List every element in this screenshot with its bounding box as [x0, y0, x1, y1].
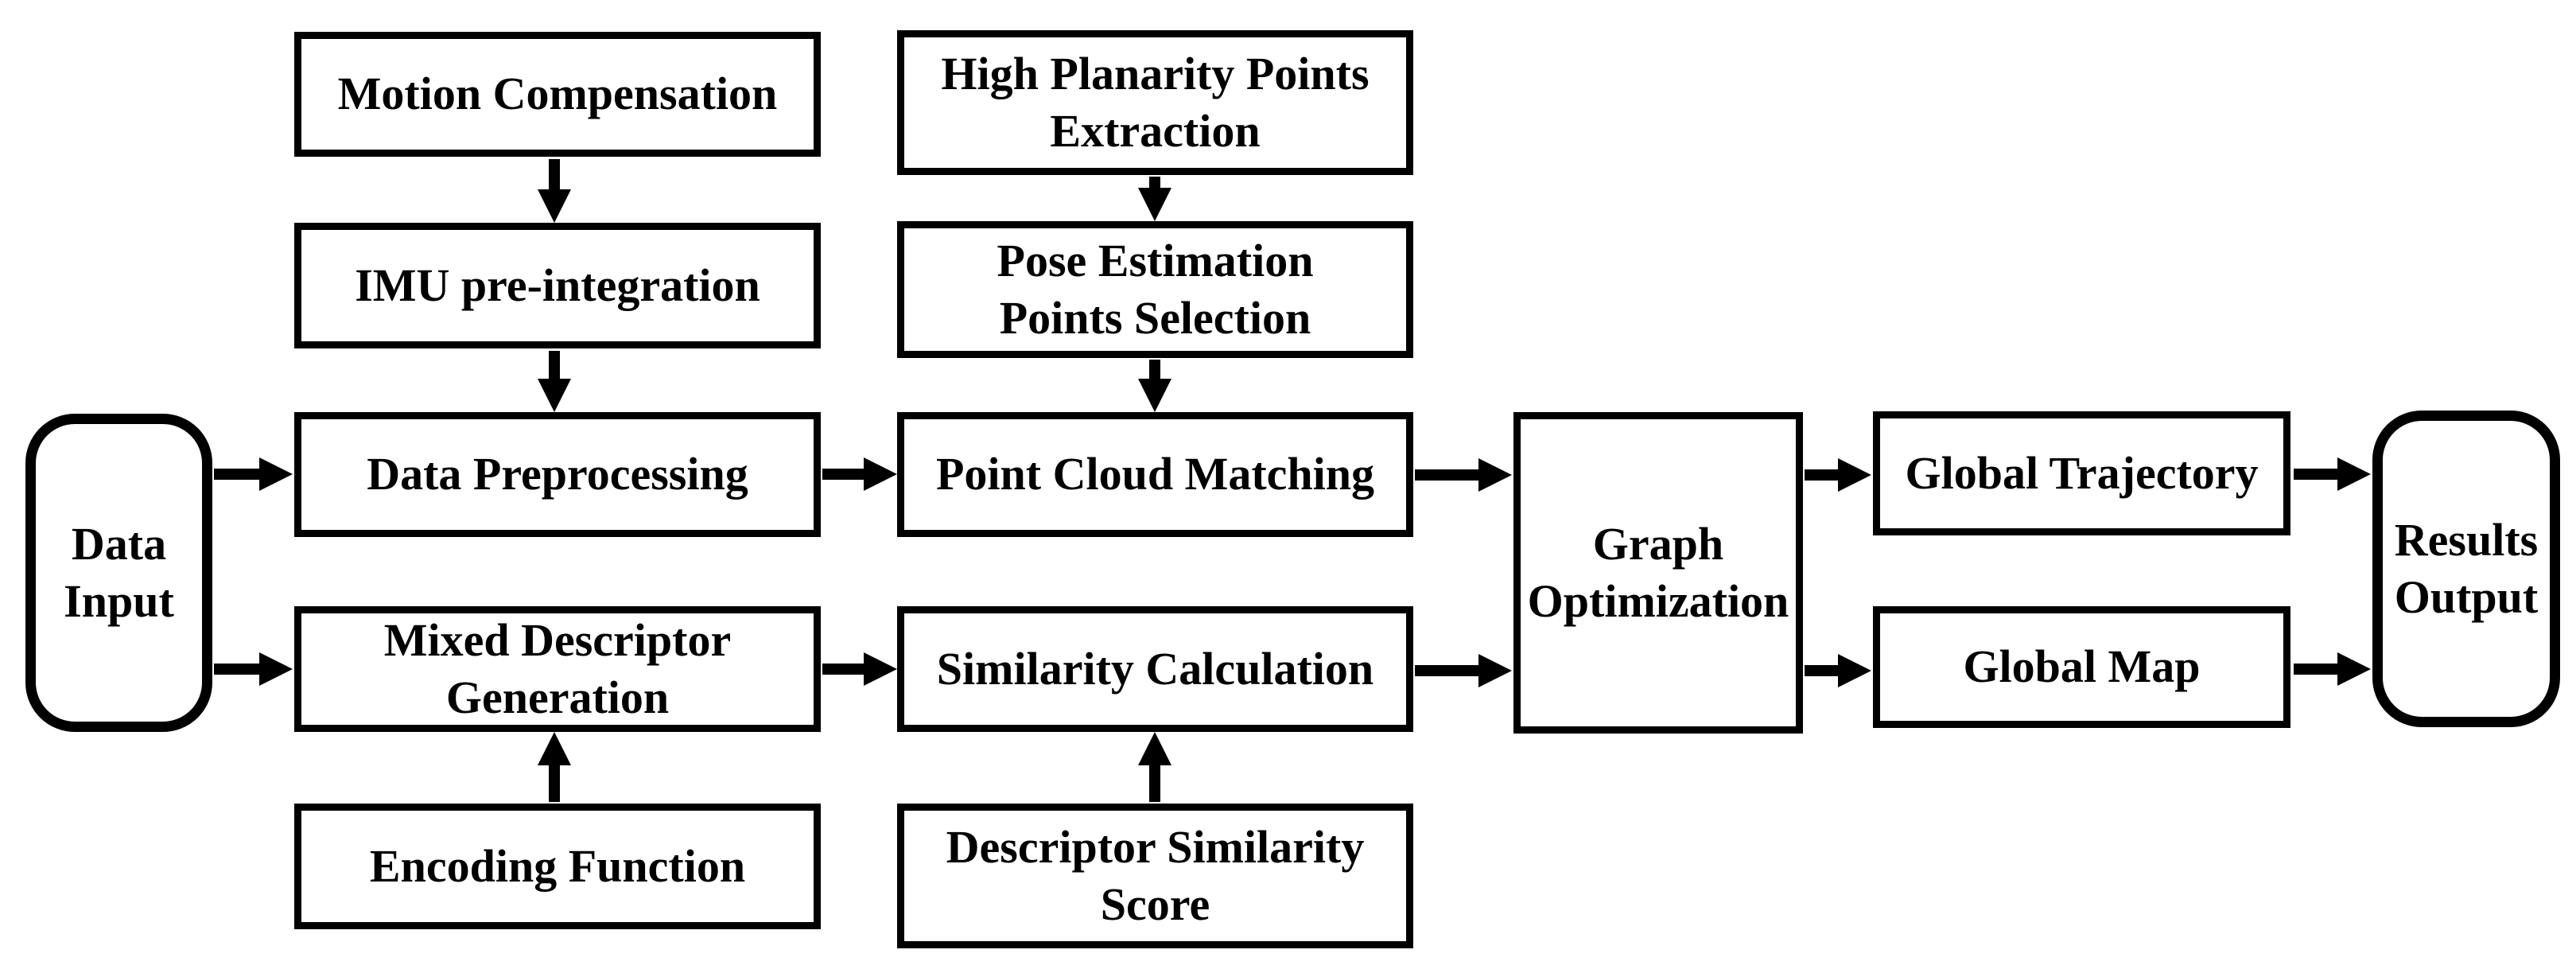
- node-data-input: Data Input: [25, 414, 212, 732]
- node-imu-pre-integration-label: IMU pre-integration: [355, 259, 760, 311]
- node-similarity-calculation: Similarity Calculation: [897, 606, 1413, 732]
- node-mixed-descriptor-generation-label: Mixed Descriptor Generation: [383, 613, 732, 724]
- node-point-cloud-matching-label: Point Cloud Matching: [935, 448, 1375, 500]
- node-pose-estimation-points-selection-label: Pose Estimation Points Selection: [997, 234, 1314, 344]
- node-similarity-calculation-label: Similarity Calculation: [936, 642, 1374, 695]
- node-results-output-label: Results Output: [2394, 513, 2539, 624]
- node-point-cloud-matching: Point Cloud Matching: [897, 412, 1413, 537]
- node-pose-estimation-points-selection: Pose Estimation Points Selection: [897, 221, 1413, 358]
- node-data-preprocessing-label: Data Preprocessing: [367, 448, 748, 500]
- node-global-trajectory-label: Global Trajectory: [1905, 446, 2259, 499]
- node-high-planarity-points-extraction-label: High Planarity Points Extraction: [941, 47, 1370, 158]
- node-motion-compensation: Motion Compensation: [294, 32, 821, 157]
- node-encoding-function: Encoding Function: [294, 804, 821, 929]
- node-encoding-function-label: Encoding Function: [369, 839, 746, 892]
- node-results-output: Results Output: [2372, 411, 2560, 727]
- node-descriptor-similarity-score: Descriptor Similarity Score: [897, 804, 1413, 948]
- node-high-planarity-points-extraction: High Planarity Points Extraction: [897, 30, 1413, 175]
- node-data-input-label: Data Input: [64, 517, 174, 628]
- node-graph-optimization: Graph Optimization: [1513, 412, 1803, 734]
- node-motion-compensation-label: Motion Compensation: [337, 68, 778, 120]
- node-graph-optimization-label: Graph Optimization: [1527, 517, 1789, 628]
- node-data-preprocessing: Data Preprocessing: [294, 412, 821, 537]
- node-global-trajectory: Global Trajectory: [1873, 411, 2290, 535]
- node-global-map: Global Map: [1873, 606, 2290, 728]
- node-imu-pre-integration: IMU pre-integration: [294, 223, 821, 348]
- node-descriptor-similarity-score-label: Descriptor Similarity Score: [946, 820, 1365, 931]
- node-mixed-descriptor-generation: Mixed Descriptor Generation: [294, 606, 821, 732]
- node-global-map-label: Global Map: [1963, 640, 2201, 693]
